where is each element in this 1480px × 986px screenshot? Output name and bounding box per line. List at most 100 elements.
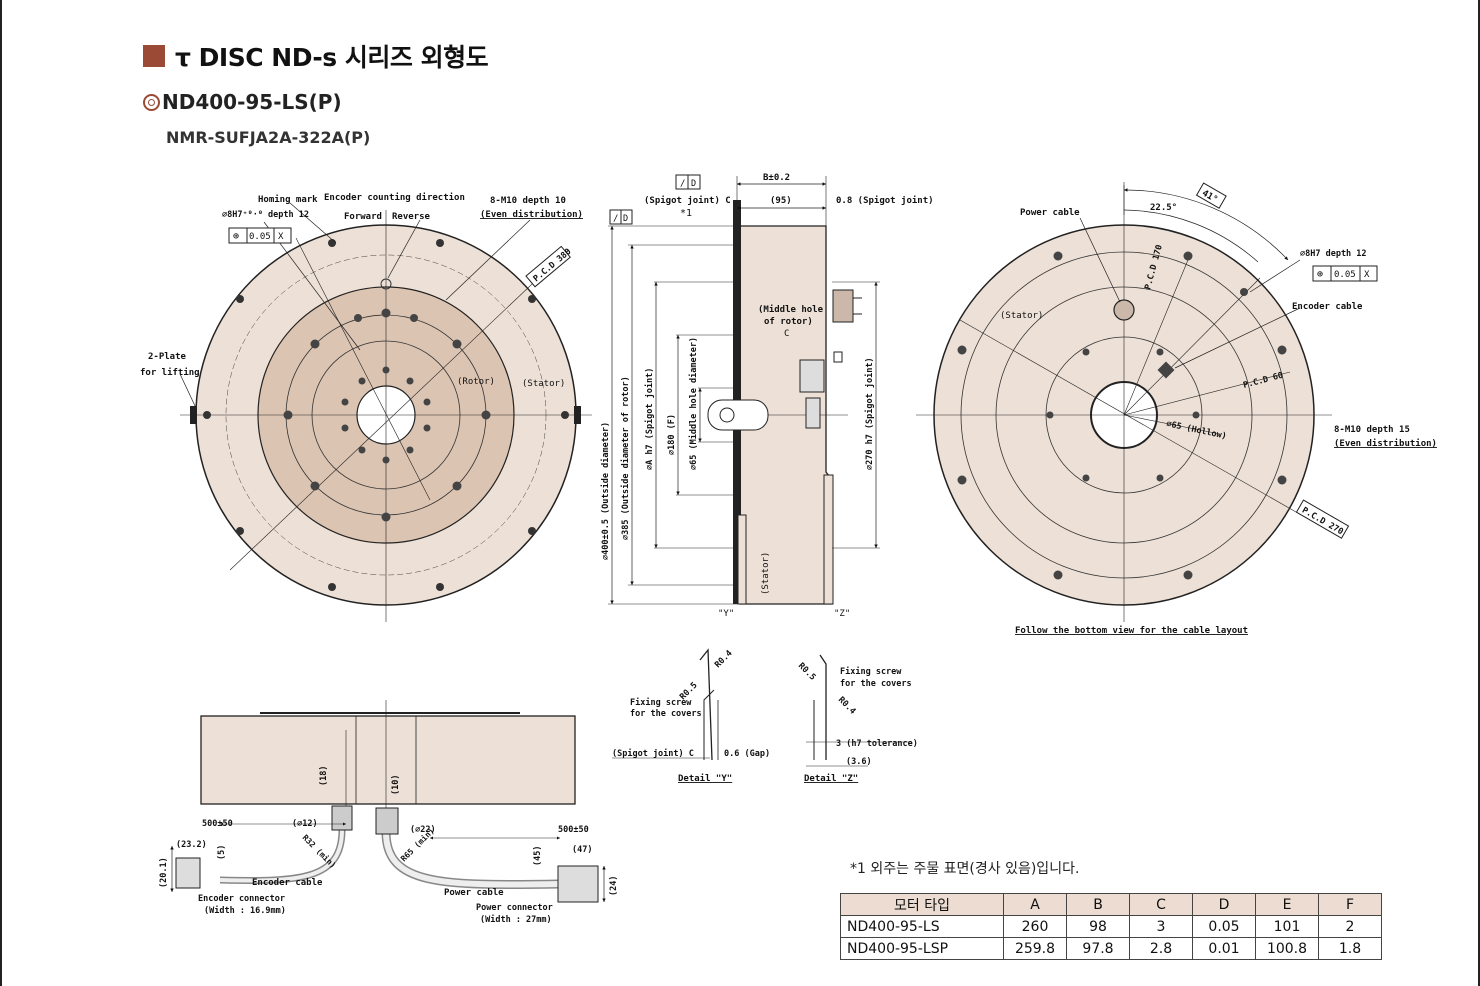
spec-col-motor-type: 모터 타입 bbox=[840, 893, 1004, 916]
detail-y-caption: Detail "Y" bbox=[678, 773, 732, 784]
front-outer-holes bbox=[203, 239, 569, 591]
bottom-encoder-width: (Width : 16.9mm) bbox=[204, 905, 286, 916]
model-name: ND400-95-LS(P) bbox=[162, 90, 342, 114]
bottom-dim-10: (10) bbox=[391, 775, 401, 795]
table-cell: 259.8 bbox=[1003, 937, 1067, 960]
table-cell: 97.8 bbox=[1066, 937, 1130, 960]
bottom-power-connector bbox=[557, 865, 599, 903]
double-circle-icon bbox=[143, 93, 160, 111]
detail-z-dim: (3.6) bbox=[846, 757, 872, 767]
bottom-dim-23: (23.2) bbox=[176, 840, 207, 850]
bottom-power-connector-label: Power connector bbox=[476, 903, 553, 913]
model-heading: ND400-95-LS(P) bbox=[143, 90, 342, 114]
front-even-dist-label: (Even distribution) bbox=[480, 209, 583, 220]
back-position-symbol: ⊕ bbox=[1317, 269, 1323, 280]
detail-z: R0.5 R0.4 Fixing screw for the covers 3 … bbox=[796, 654, 918, 784]
back-datum-x: X bbox=[1364, 270, 1370, 280]
detail-y-covers: for the covers bbox=[630, 709, 702, 719]
spec-table-header-row: 모터 타입 A B C D E F bbox=[840, 893, 1382, 916]
spec-col-c: C bbox=[1129, 893, 1193, 916]
back-angle-225: 22.5° bbox=[1150, 203, 1177, 213]
side-middle-hole: (Middle hole bbox=[758, 304, 824, 315]
table-row: ND400-95-LS 260 98 3 0.05 101 2 bbox=[840, 915, 1382, 938]
driver-model: NMR-SUFJA2A-322A(P) bbox=[166, 128, 371, 147]
table-cell: 98 bbox=[1066, 915, 1130, 938]
side-star1: *1 bbox=[680, 208, 692, 219]
table-row: ND400-95-LSP 259.8 97.8 2.8 0.01 100.8 1… bbox=[840, 937, 1382, 960]
side-y-mark: "Y" bbox=[718, 609, 734, 619]
back-tap-holes-label: 8-M10 depth 15 bbox=[1334, 425, 1410, 435]
detail-z-covers: for the covers bbox=[840, 679, 912, 689]
spec-col-b: B bbox=[1066, 893, 1130, 916]
svg-text:D: D bbox=[623, 214, 628, 224]
bottom-dim-47: (47) bbox=[572, 845, 592, 855]
detail-y-fixing: Fixing screw bbox=[630, 697, 692, 708]
spec-col-f: F bbox=[1318, 893, 1382, 916]
back-pin-hole-label: ⌀8H7 depth 12 bbox=[1300, 249, 1367, 259]
front-forward-label: Forward bbox=[344, 212, 382, 222]
spec-table: 모터 타입 A B C D E F ND400-95-LS 260 98 3 0… bbox=[840, 893, 1382, 960]
page-border-right bbox=[1478, 0, 1480, 986]
front-reverse-label: Reverse bbox=[392, 212, 431, 222]
bottom-body bbox=[200, 715, 576, 805]
bottom-dim-18: (18) bbox=[319, 766, 329, 786]
bottom-dim-5: (5) bbox=[217, 845, 227, 860]
page-title: τ DISC ND-s 시리즈 외형도 bbox=[175, 43, 489, 72]
table-cell: 2.8 bbox=[1129, 937, 1193, 960]
front-lift-plate-label: 2-Plate bbox=[148, 352, 187, 362]
detail-y-gap: 0.6 (Gap) bbox=[724, 749, 770, 759]
table-cell: 0.05 bbox=[1192, 915, 1256, 938]
table-cell: 101 bbox=[1255, 915, 1319, 938]
front-stator-label: (Stator) bbox=[522, 379, 565, 389]
detail-y-r04: R0.4 bbox=[713, 649, 735, 671]
table-cell: 2 bbox=[1318, 915, 1382, 938]
bottom-dim-20: (20.1) bbox=[159, 857, 169, 888]
front-encoder-dir-label: Encoder counting direction bbox=[324, 192, 465, 203]
side-b-dim: B±0.2 bbox=[763, 173, 790, 183]
front-rotor-label: (Rotor) bbox=[457, 377, 495, 387]
table-cell: 3 bbox=[1129, 915, 1193, 938]
detail-y-spigot: (Spigot joint) C bbox=[612, 748, 694, 759]
table-cell: ND400-95-LS bbox=[840, 915, 1004, 938]
table-cell: 0.01 bbox=[1192, 937, 1256, 960]
side-z-mark: "Z" bbox=[834, 609, 850, 619]
side-dim-spigot: ⌀A h7 (Spigot joint) bbox=[644, 368, 655, 470]
side-stator-label: (Stator) bbox=[761, 552, 771, 595]
page-border-left bbox=[0, 0, 2, 986]
bottom-encoder-cable-label: Encoder cable bbox=[252, 878, 323, 888]
detail-z-tol: 3 (h7 tolerance) bbox=[836, 739, 918, 749]
front-position-symbol: ⊕ bbox=[233, 231, 239, 242]
table-cell: 260 bbox=[1003, 915, 1067, 938]
front-tolerance: 0.05 bbox=[249, 232, 271, 242]
spec-col-d: D bbox=[1192, 893, 1256, 916]
bottom-dim-24: (24) bbox=[609, 876, 619, 896]
bottom-dim-500-left: 500±50 bbox=[202, 819, 233, 829]
side-spigot-08: 0.8 (Spigot joint) bbox=[836, 195, 934, 206]
side-dim-270: ⌀270 h7 (Spigot joint) bbox=[864, 357, 875, 470]
bottom-encoder-connector bbox=[175, 857, 201, 889]
front-for-lifting-label: for lifting bbox=[140, 367, 200, 378]
side-datum-d-top: D bbox=[691, 179, 696, 189]
table-cell: 1.8 bbox=[1318, 937, 1382, 960]
front-rotor-holes bbox=[283, 308, 491, 522]
detail-z-fixing: Fixing screw bbox=[840, 666, 902, 677]
front-datum-x: X bbox=[278, 232, 284, 242]
bottom-r32: R32 (min) bbox=[301, 832, 339, 870]
table-cell: 100.8 bbox=[1255, 937, 1319, 960]
side-of-rotor: of rotor) bbox=[764, 317, 813, 327]
back-inner-holes bbox=[1046, 288, 1248, 482]
back-encoder-cable-label: Encoder cable bbox=[1292, 302, 1363, 312]
bottom-view: 500±50 (23.2) (5) (18) (10) (⌀12) R32 (m… bbox=[159, 700, 619, 925]
bottom-dim-500-right: 500±50 bbox=[558, 825, 589, 835]
title-marker-icon bbox=[143, 45, 165, 67]
detail-z-r05: R0.5 bbox=[796, 661, 818, 683]
side-c-label: C bbox=[784, 329, 789, 339]
bottom-dim-12: (⌀12) bbox=[292, 819, 318, 829]
svg-text:/: / bbox=[613, 214, 618, 224]
side-spigot-c: (Spigot joint) C bbox=[644, 195, 731, 206]
detail-y: R0.4 R0.5 Fixing screw for the covers (S… bbox=[612, 648, 770, 784]
front-view: ⊕ 0.05 X Homing mark Encoder counting di… bbox=[140, 192, 592, 622]
footnote: *1 외주는 주물 표면(경사 있음)입니다. bbox=[850, 861, 1080, 877]
side-view: / D / D B±0.2 (Spigot joint) C (95) 0.8 … bbox=[600, 173, 934, 619]
